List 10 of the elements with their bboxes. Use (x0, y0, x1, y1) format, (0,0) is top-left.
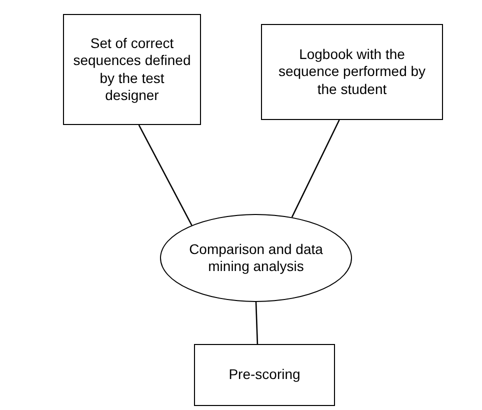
process-box (261, 24, 443, 120)
connector-line (255, 302, 258, 344)
connector-line (291, 120, 340, 218)
node-text: Comparison and data mining analysis (188, 240, 324, 276)
node-text: Set of correct sequences defined by the test designer (72, 34, 192, 104)
process-box (194, 344, 335, 406)
node-text: Pre-scoring (228, 366, 300, 384)
node-text: Logbook with the sequence performed by the student (277, 46, 427, 98)
process-box (63, 14, 201, 125)
connector-line (138, 124, 192, 226)
